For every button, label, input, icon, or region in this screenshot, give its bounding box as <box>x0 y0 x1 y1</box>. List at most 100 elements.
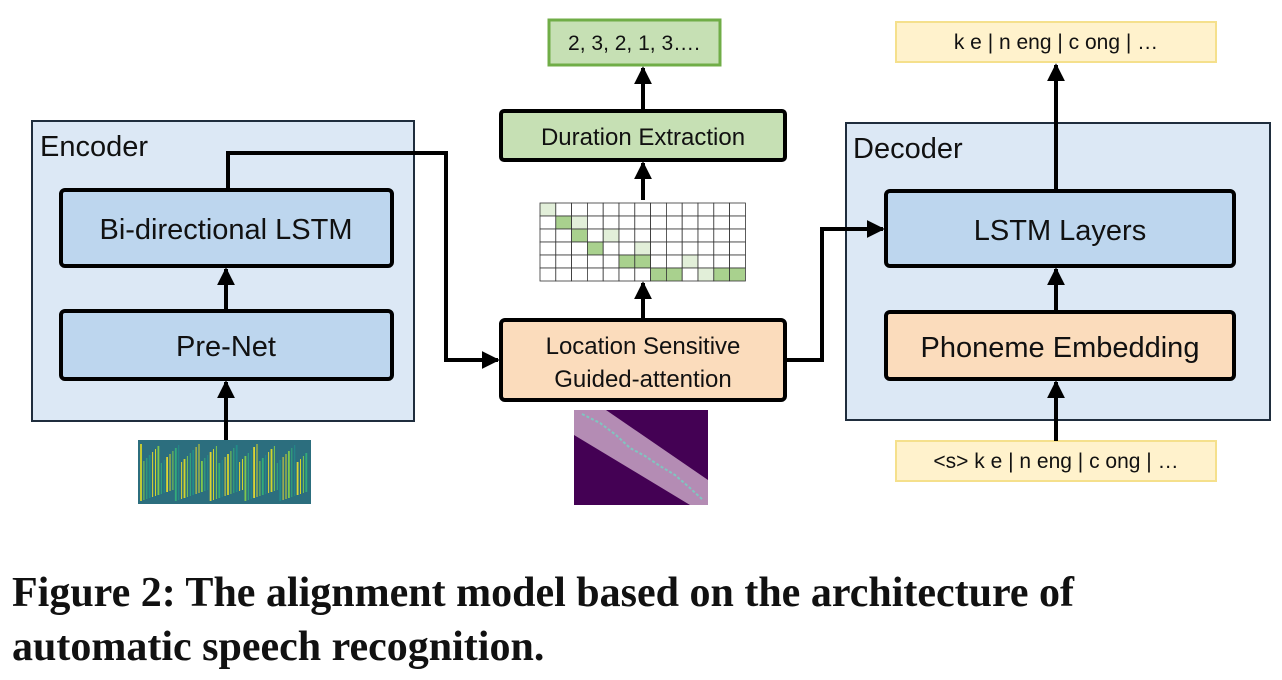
grid-cell <box>713 202 730 217</box>
grid-cell <box>650 228 667 243</box>
grid-cell <box>681 267 699 282</box>
encoder-title: Encoder <box>40 131 148 163</box>
grid-cell <box>539 254 557 269</box>
grid-cell <box>697 215 715 230</box>
grid-cell <box>618 241 636 256</box>
grid-cell <box>697 241 715 256</box>
grid-cell <box>650 215 667 230</box>
grid-cell <box>681 202 699 217</box>
arrows <box>217 63 1065 441</box>
grid-cell <box>571 267 588 282</box>
grid-cell <box>713 215 730 230</box>
grid-cell <box>539 202 557 217</box>
grid-cell <box>634 215 651 230</box>
grid-cell <box>729 202 746 217</box>
bidirectional-lstm-box: Bi-directional LSTM <box>59 188 394 268</box>
lstm-layers-label: LSTM Layers <box>974 215 1146 247</box>
grid-cell <box>681 228 699 243</box>
grid-cell <box>650 241 667 256</box>
grid-cell <box>666 254 683 269</box>
arrow-lstm-to-attention <box>226 151 500 369</box>
attention-box: Location Sensitive Guided-attention <box>499 318 787 402</box>
grid-cell <box>666 202 683 217</box>
arrow-attention-to-decoder <box>785 220 885 362</box>
grid-cell <box>587 267 604 282</box>
grid-cell <box>729 228 746 243</box>
caption-line2: automatic speech recognition. <box>12 624 545 670</box>
grid-cell <box>571 215 588 230</box>
grid-cell <box>666 241 683 256</box>
decoder-output-box: k e | n eng | c ong | … <box>895 21 1217 63</box>
grid-cell <box>729 241 746 256</box>
grid-cell <box>587 228 604 243</box>
grid-cell <box>555 202 572 217</box>
grid-cell <box>539 215 557 230</box>
alignment-model-diagram: Encoder Bi-directional LSTM Pre-Net Loca… <box>31 18 1271 505</box>
grid-cell <box>713 228 730 243</box>
grid-cell <box>571 254 588 269</box>
prenet-label: Pre-Net <box>176 331 276 363</box>
grid-cell <box>634 202 651 217</box>
grid-cell <box>602 202 620 217</box>
grid-cell <box>602 241 620 256</box>
spectrogram-image <box>138 440 311 504</box>
grid-cell <box>634 228 651 243</box>
grid-cell <box>602 228 620 243</box>
grid-cell <box>681 254 699 269</box>
grid-cell <box>571 241 588 256</box>
grid-cell <box>713 254 730 269</box>
grid-cell <box>666 267 683 282</box>
grid-cell <box>634 241 651 256</box>
duration-extraction-label: Duration Extraction <box>541 124 745 151</box>
grid-cell <box>587 254 604 269</box>
decoder-title: Decoder <box>853 133 963 165</box>
grid-cell <box>697 267 715 282</box>
grid-cell <box>587 241 604 256</box>
grid-cell <box>729 215 746 230</box>
grid-cell <box>634 254 651 269</box>
grid-cell <box>555 241 572 256</box>
grid-cell <box>729 254 746 269</box>
attention-label-line1: Location Sensitive <box>546 333 741 360</box>
grid-cell <box>555 228 572 243</box>
grid-cell <box>697 254 715 269</box>
prenet-box: Pre-Net <box>59 309 394 381</box>
grid-cell <box>571 228 588 243</box>
grid-cell <box>555 215 572 230</box>
grid-cell <box>666 215 683 230</box>
grid-cell <box>602 254 620 269</box>
grid-cell <box>618 228 636 243</box>
bidirectional-lstm-label: Bi-directional LSTM <box>99 214 352 246</box>
grid-cell <box>539 267 557 282</box>
lstm-layers-box: LSTM Layers <box>884 189 1236 268</box>
grid-cell <box>539 228 557 243</box>
grid-cell <box>618 202 636 217</box>
decoder-output-text: k e | n eng | c ong | … <box>954 31 1158 54</box>
grid-cell <box>634 267 651 282</box>
grid-cell <box>713 267 730 282</box>
grid-cell <box>650 254 667 269</box>
phoneme-embedding-label: Phoneme Embedding <box>921 332 1200 364</box>
duration-output-text: 2, 3, 2, 1, 3…. <box>568 32 700 55</box>
grid-cell <box>697 228 715 243</box>
grid-cell <box>713 241 730 256</box>
duration-extraction-box: Duration Extraction <box>499 109 787 162</box>
grid-cell <box>618 215 636 230</box>
alignment-grid <box>539 202 746 282</box>
decoder-input-box: <s> k e | n eng | c ong | … <box>895 440 1217 482</box>
grid-cell <box>587 215 604 230</box>
grid-cell <box>618 254 636 269</box>
grid-cell <box>539 241 557 256</box>
grid-cell <box>555 254 572 269</box>
grid-cell <box>602 267 620 282</box>
phoneme-embedding-box: Phoneme Embedding <box>884 310 1236 381</box>
grid-cell <box>571 202 588 217</box>
attention-heatmap-image <box>574 410 708 505</box>
grid-cell <box>650 267 667 282</box>
duration-output-box: 2, 3, 2, 1, 3…. <box>547 18 722 67</box>
grid-cell <box>681 215 699 230</box>
grid-cell <box>650 202 667 217</box>
grid-cell <box>697 202 715 217</box>
caption-line1: Figure 2: The alignment model based on t… <box>12 570 1074 616</box>
grid-cell <box>729 267 746 282</box>
